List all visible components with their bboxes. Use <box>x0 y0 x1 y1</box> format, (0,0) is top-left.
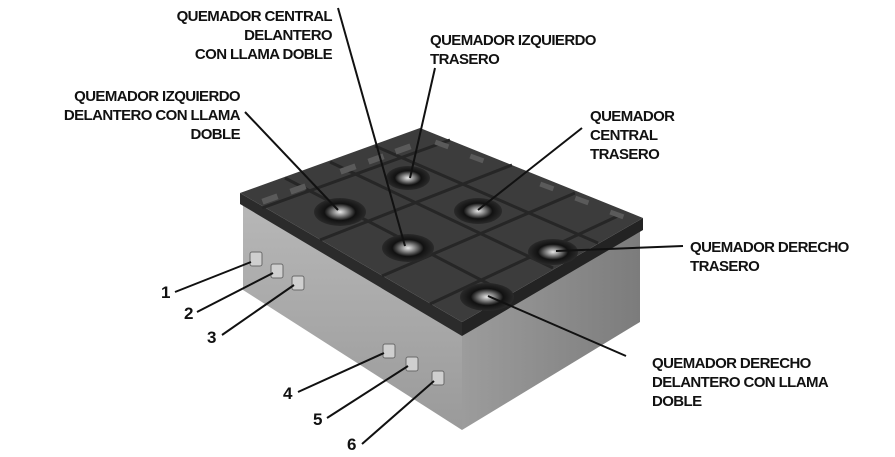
top-edge <box>240 193 462 336</box>
leader-knob-5 <box>326 365 409 419</box>
knob-6 <box>431 370 445 386</box>
top-grate <box>240 128 643 322</box>
knobs <box>249 251 445 386</box>
top-edge-right <box>462 218 643 336</box>
knob-5 <box>405 356 419 372</box>
front-panel <box>243 197 462 430</box>
label-rear-right-burner: QUEMADOR DERECHO TRASERO <box>690 239 849 275</box>
burner-rear-center <box>454 198 502 224</box>
leader-rear-right <box>555 245 684 252</box>
label-front-center-burner: QUEMADOR CENTRAL DELANTERO CON LLAMA DOB… <box>176 8 333 63</box>
leader-knob-6 <box>361 380 435 445</box>
burner-front-right <box>460 283 514 311</box>
label-front-left-burner: QUEMADOR IZQUIERDO DELANTERO CON LLAMA D… <box>63 88 241 143</box>
knob-3 <box>291 275 305 291</box>
burner-rear-left <box>386 166 430 190</box>
leader-front-right <box>487 295 627 357</box>
knob-4 <box>382 343 396 359</box>
leader-knob-2 <box>196 272 274 313</box>
label-rear-left-burner: QUEMADOR IZQUIERDO TRASERO <box>430 32 596 68</box>
cooktop-body <box>240 128 643 430</box>
leader-rear-center <box>477 127 583 211</box>
knob-number-2: 2 <box>184 304 194 323</box>
leader-knob-1 <box>174 261 252 293</box>
side-panel <box>462 226 640 430</box>
leader-knob-4 <box>297 352 385 393</box>
leader-knob-3 <box>221 284 295 336</box>
burner-front-left <box>314 198 366 226</box>
knob-1 <box>249 251 263 267</box>
label-front-right-burner: QUEMADOR DERECHO DELANTERO CON LLAMA DOB… <box>652 355 829 410</box>
burner-rear-right <box>528 239 578 265</box>
leader-lines <box>174 7 684 445</box>
knob-number-6: 6 <box>347 435 357 454</box>
leader-rear-left <box>409 67 436 179</box>
leader-front-left <box>244 111 339 211</box>
burners <box>314 166 578 311</box>
grate-slots <box>261 139 625 220</box>
knob-number-5: 5 <box>313 410 323 429</box>
knob-2 <box>270 263 284 279</box>
knob-number-1: 1 <box>161 283 171 302</box>
knob-number-3: 3 <box>207 328 217 347</box>
knob-number-4: 4 <box>283 384 293 403</box>
label-rear-center-burner: QUEMADOR CENTRAL TRASERO <box>590 108 675 163</box>
burner-front-center <box>382 234 434 262</box>
leader-front-center <box>337 7 406 247</box>
